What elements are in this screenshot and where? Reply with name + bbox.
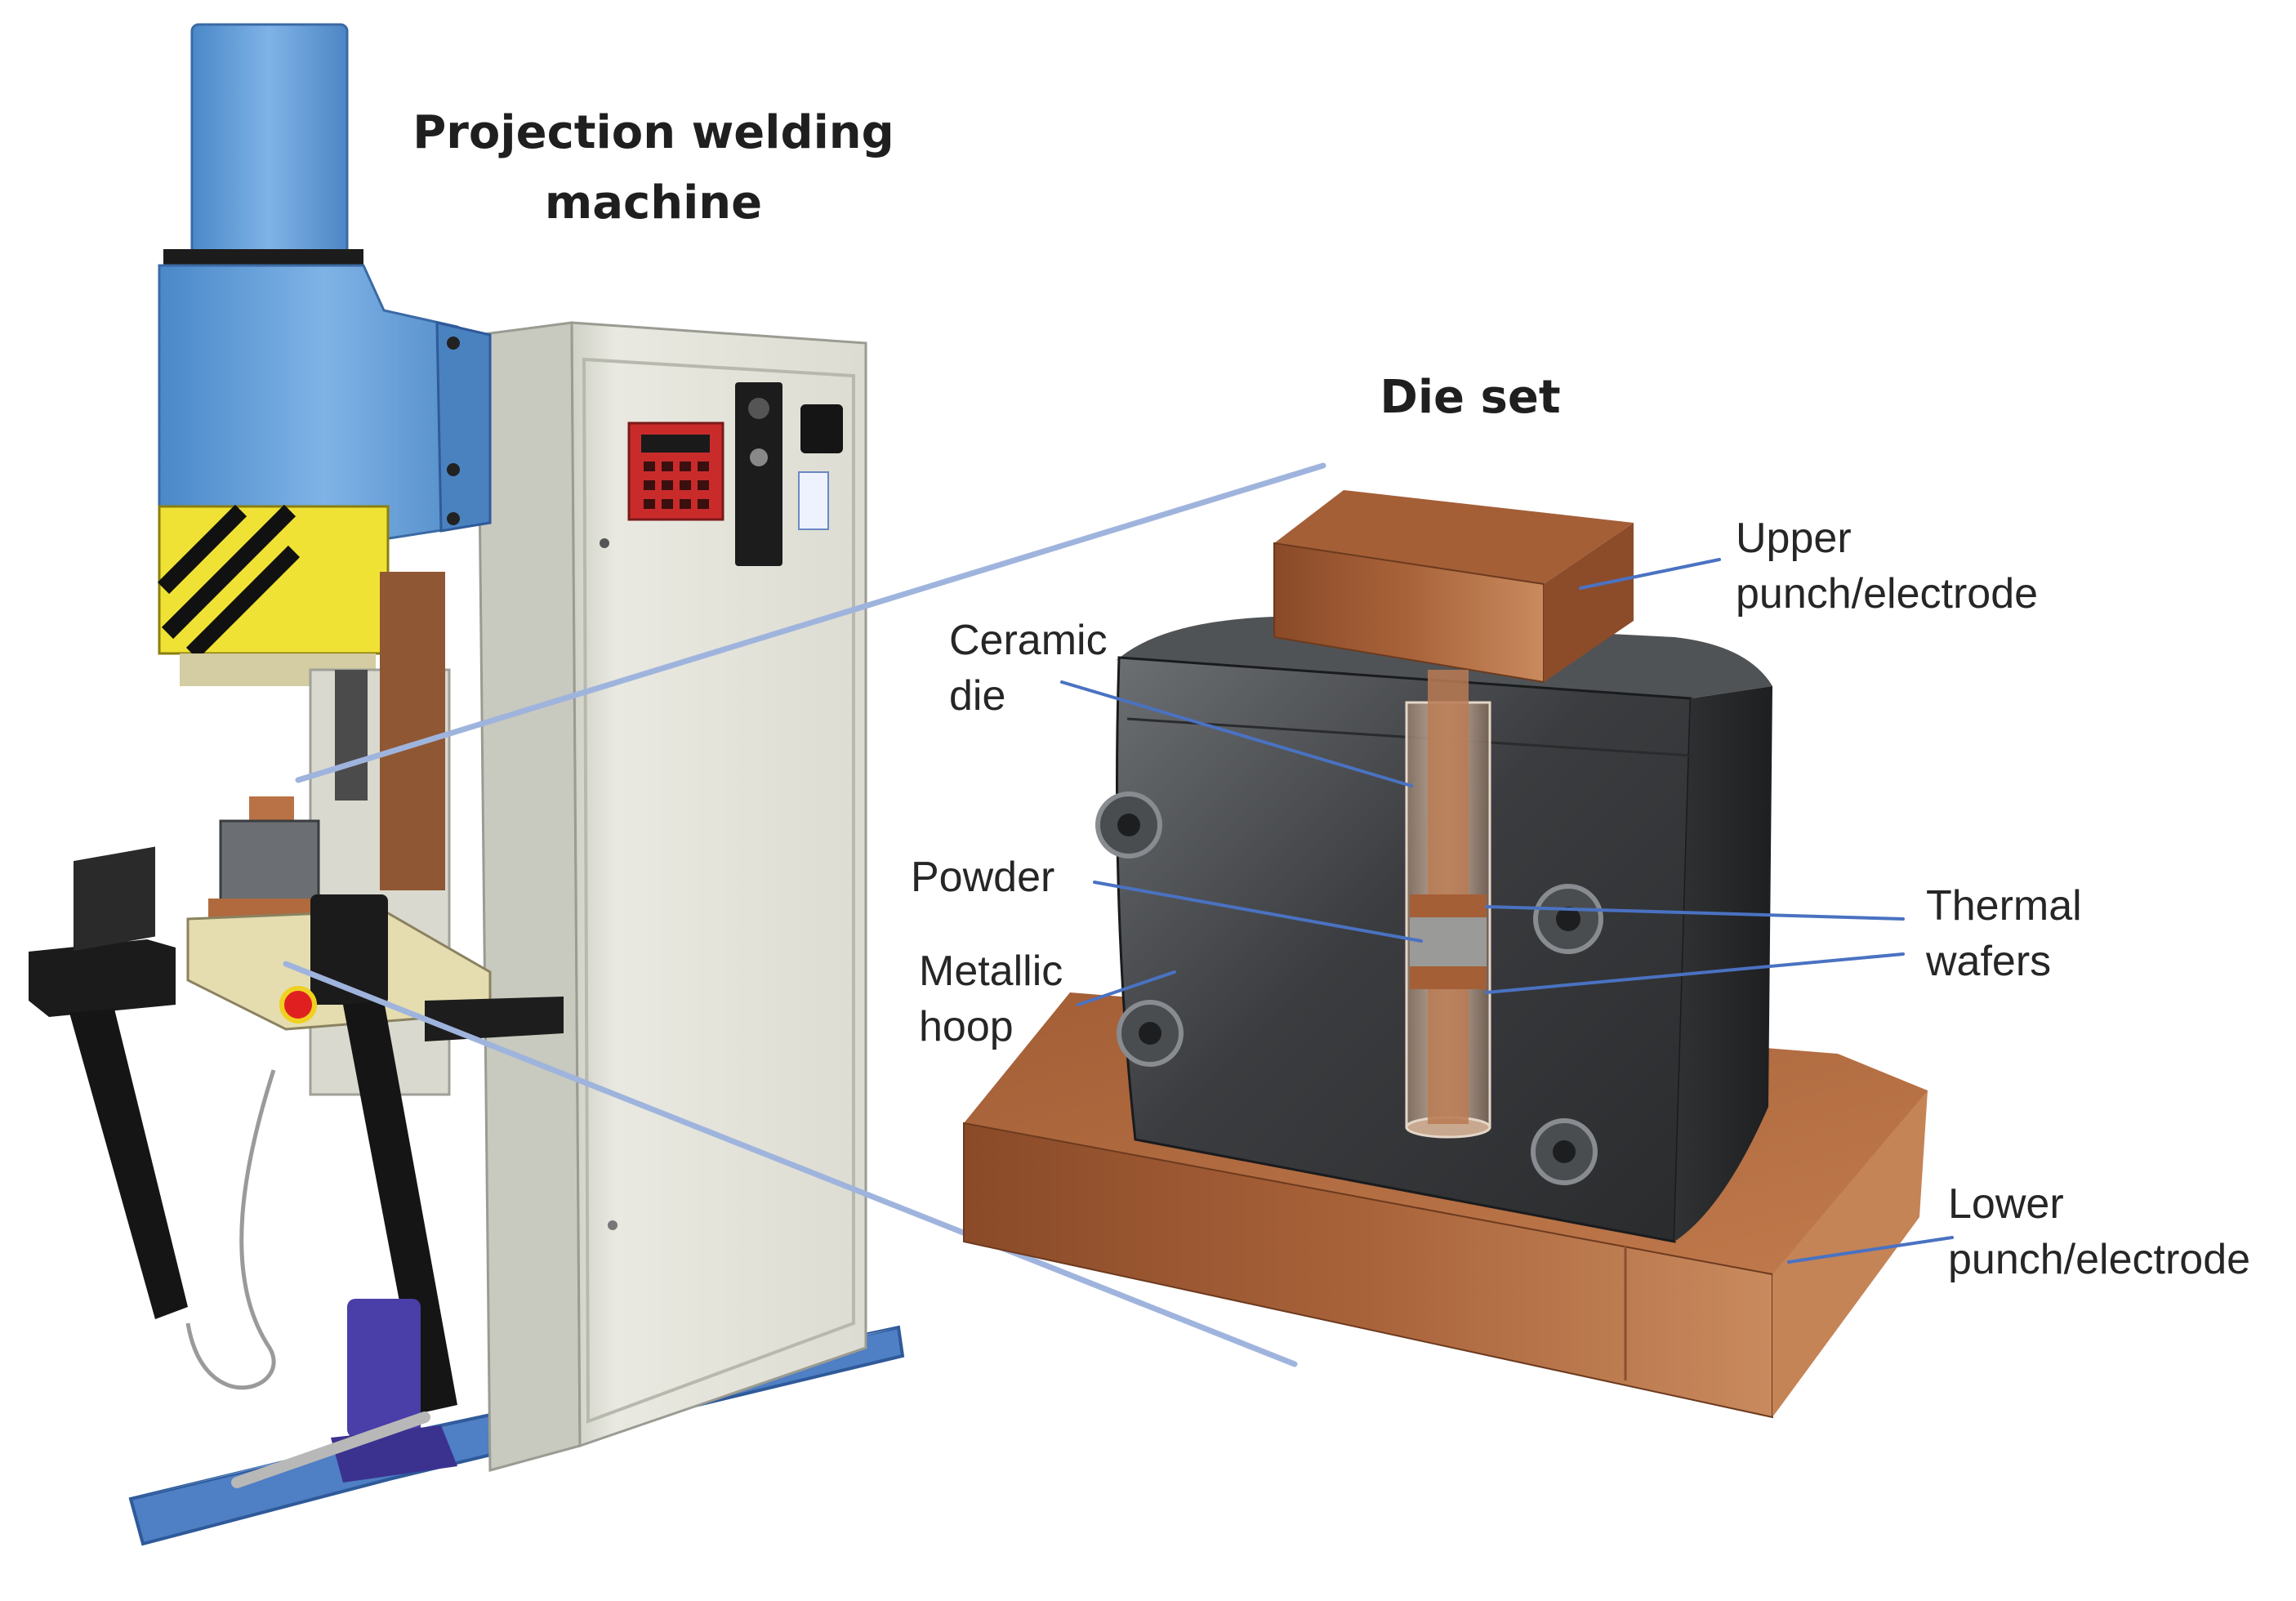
title-projection-welding-machine: Projection welding machine [412, 106, 894, 230]
label-ceramic-die: Ceramic die [949, 617, 1108, 720]
die-block-front [1116, 656, 1692, 1243]
leader-ceramic-die [1060, 680, 1413, 787]
upper-rod [1428, 670, 1469, 894]
right-handle-arm [343, 1001, 457, 1413]
controller-keys [644, 462, 709, 509]
zoom-line-upper [295, 462, 1326, 783]
copper-bus-bar [380, 572, 445, 890]
upper-punch-side [1544, 523, 1634, 682]
leader-thermal-wafer-upper [1485, 905, 1905, 921]
cylinder-top [190, 23, 349, 259]
mini-die [219, 819, 320, 904]
door-hinge [608, 1220, 617, 1230]
cabinet-door [582, 357, 855, 1424]
left-guard-plate [74, 846, 155, 952]
jack-lever [231, 1411, 430, 1488]
projection-welding-machine [29, 23, 905, 1546]
left-handle-support [29, 939, 176, 1017]
die-set [963, 490, 1928, 1419]
leader-metallic-hoop [1077, 970, 1176, 1006]
switch-panel [735, 382, 782, 566]
label-thermal-wafers: Thermal wafers [1926, 882, 2082, 985]
bracket-bolt-3 [447, 512, 460, 525]
title-die-set: Die set [1380, 371, 1561, 424]
label-upper-punch-electrode: Upper punch/electrode [1736, 515, 2039, 618]
leader-upper-punch [1579, 558, 1721, 590]
leader-thermal-wafer-lower [1485, 952, 1905, 994]
upper-punch-top [1274, 490, 1634, 584]
die-block-side [1674, 686, 1772, 1242]
leader-lower-punch [1787, 1236, 1954, 1264]
lower-rod [1428, 989, 1469, 1124]
label-metallic-hoop: Metallic hoop [919, 948, 1063, 1050]
door-lock [600, 538, 609, 548]
bracket-bolt-2 [447, 463, 460, 476]
hazard-stripes [157, 504, 301, 660]
bracket-bolt-1 [447, 337, 460, 350]
cylinder-collar [163, 249, 363, 267]
rotary-switch [800, 404, 843, 453]
ram-rod [335, 670, 368, 800]
controller-display [641, 435, 710, 453]
right-control-box [310, 894, 388, 1005]
emergency-stop-icon [279, 986, 317, 1023]
control-cable [185, 1069, 276, 1390]
label-powder: Powder [911, 854, 1055, 901]
leader-powder [1093, 881, 1423, 943]
switch-knob-top [748, 398, 769, 419]
thermal-wafer-lower [1410, 966, 1487, 989]
zoom-connector-lines [283, 462, 1326, 1367]
cabinet-side [476, 321, 582, 1472]
label-lower-punch-electrode: Lower punch/electrode [1948, 1180, 2251, 1283]
thermal-wafer-upper [1410, 894, 1487, 917]
left-handle-arm [69, 1009, 188, 1319]
switch-knob-mid [750, 448, 768, 466]
warning-labels [798, 471, 829, 530]
hoop-bolts [1095, 792, 1603, 1185]
head-side-bracket [435, 321, 492, 533]
hydraulic-jack [347, 1299, 421, 1438]
leader-lines [1060, 558, 1954, 1264]
zoom-line-lower [283, 961, 1298, 1367]
